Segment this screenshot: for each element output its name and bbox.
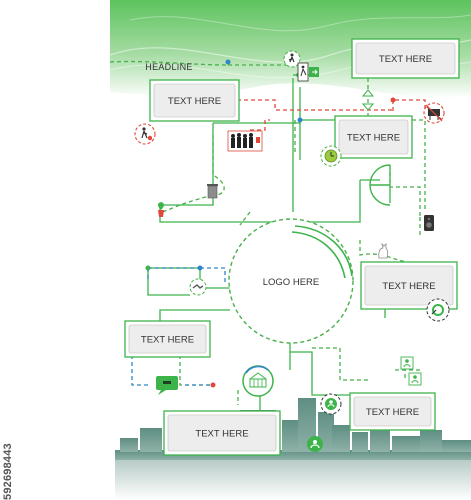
text-box-label: TEXT HERE (195, 429, 248, 440)
text-box-label: TEXT HERE (168, 96, 221, 107)
text-box-label: TEXT HERE (366, 407, 419, 418)
stock-strip: 592698443 (0, 0, 110, 500)
text-box-label: TEXT HERE (141, 335, 194, 346)
text-box-label: TEXT HERE (347, 133, 400, 144)
up-down-arrows-icon (361, 89, 375, 111)
text-box-left: TEXT HERE (124, 320, 211, 358)
exit-sign-icon (297, 62, 319, 82)
walking-person-icon (283, 50, 301, 68)
person-badge-icon (307, 436, 323, 452)
barbecue-icon (423, 102, 445, 124)
text-box-top-right: TEXT HERE (351, 38, 460, 79)
headline-text: HEADLINE (145, 62, 192, 72)
group-people-icon (400, 356, 422, 386)
crowd-icon (227, 130, 263, 152)
text-boxes: TEXT HERE TEXT HERE TEXT HERE TEXT HERE TEXT… (124, 38, 460, 456)
text-box-bottom: TEXT HERE (163, 410, 281, 456)
text-box-upper-left: TEXT HERE (149, 79, 240, 122)
clock-icon (320, 145, 342, 167)
handshake-icon (189, 278, 207, 296)
plant-pot-icon (158, 202, 164, 217)
gear-icon (426, 298, 450, 322)
text-box-lower-right: TEXT HERE (349, 392, 436, 431)
text-box-mid-right: TEXT HERE (334, 115, 413, 159)
cat-icon (378, 242, 389, 259)
walking-person-red-icon (134, 123, 156, 145)
headline-label: HEADLINE (145, 62, 192, 72)
text-box-label: TEXT HERE (382, 281, 435, 292)
logo-circle: LOGO HERE (228, 218, 354, 344)
city-emblem-icon (242, 365, 274, 397)
city-reflection (115, 460, 471, 500)
person-icon (320, 393, 342, 415)
half-circle-shape (369, 164, 391, 206)
trash-can-icon (207, 184, 218, 199)
stock-id-text: 592698443 (2, 443, 14, 500)
chat-bubble-icon (156, 376, 178, 395)
logo-text: LOGO HERE (263, 277, 320, 288)
dashed-green-connectors (109, 60, 441, 415)
text-box-label: TEXT HERE (379, 54, 432, 65)
speaker-icon (424, 215, 434, 231)
dashed-blue-connectors (131, 267, 226, 386)
